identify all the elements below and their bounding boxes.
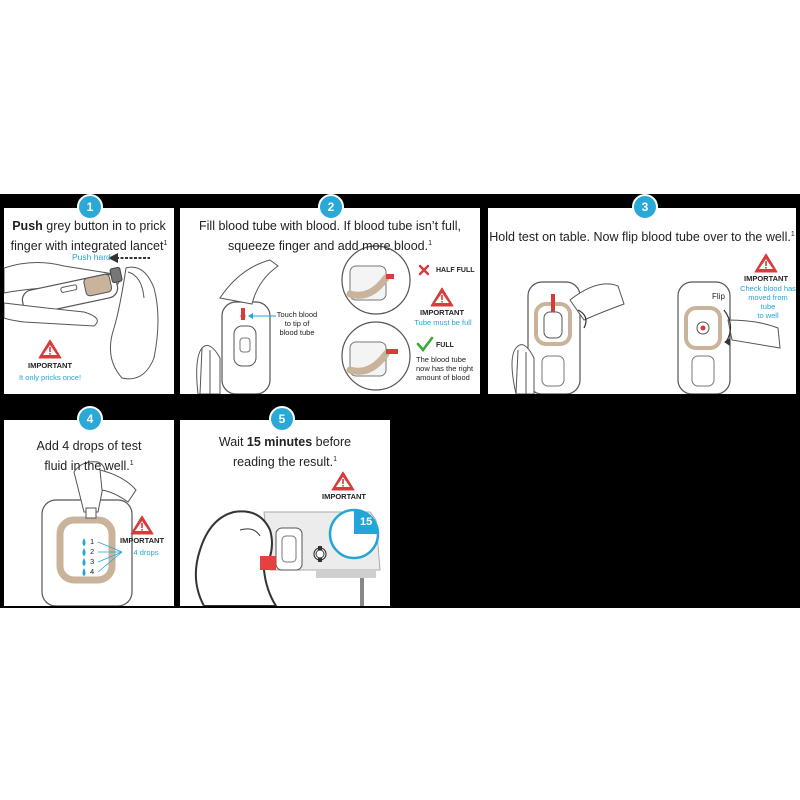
step-1-title-rest: grey button in to prick	[42, 219, 166, 233]
step-1-footnote: 1	[163, 240, 168, 247]
step-3-flip-label: Flip	[712, 292, 725, 301]
step-5-title-post: before	[312, 435, 352, 449]
step-2-touch-label: Touch blood to tip of blood tube	[272, 310, 322, 337]
step-3-note-line3: to well	[757, 311, 779, 320]
step-3-footnote: 1	[790, 231, 795, 238]
step-4-badge: 4	[77, 406, 103, 432]
step-5-panel: Wait 15 minutes before reading the resul…	[180, 420, 390, 606]
step-2-touch-line3: blood tube	[279, 328, 315, 337]
step-1-title-line2: finger with integrated lancet	[10, 239, 164, 254]
step-3-title: Hold test on table. Now flip blood tube …	[488, 226, 796, 246]
step-3-note-line2: moved from tube	[748, 293, 788, 311]
step-2-important-note: Tube must be full	[414, 318, 472, 327]
step-1-illustration	[4, 253, 159, 380]
step-5-timer-label: 15	[360, 516, 373, 528]
step-5-title-line2: reading the result.	[233, 455, 334, 470]
step-5-title-bold: 15 minutes	[246, 435, 313, 449]
step-2-full: FULL	[436, 342, 454, 349]
step-4-drop-1: 1	[90, 537, 95, 546]
step-5-footnote: 1	[333, 456, 337, 463]
step-4-panel: Add 4 drops of test fluid in the well.1 …	[4, 420, 174, 606]
step-2-title-line1: Fill blood tube with blood. If blood tub…	[199, 219, 461, 233]
step-2-full-note: The blood tube now has the right amount …	[416, 355, 476, 382]
step-1-note: It only pricks once!	[18, 373, 82, 382]
step-2-important: IMPORTANT	[420, 308, 465, 317]
step-3-panel: Hold test on table. Now flip blood tube …	[488, 208, 796, 394]
step-4-drop-3: 3	[90, 557, 95, 566]
step-2-badge: 2	[318, 194, 344, 220]
step-4-title: Add 4 drops of test fluid in the well.1	[4, 438, 174, 475]
step-2-touch-line1: Touch blood	[276, 310, 318, 319]
step-1-push-label: Push hard	[72, 252, 111, 262]
step-2-touch-line2: to tip of	[284, 319, 310, 328]
step-4-footnote: 1	[129, 460, 134, 467]
step-4-drop-4: 4	[90, 567, 95, 576]
step-3-title-text: Hold test on table. Now flip blood tube …	[489, 230, 791, 245]
step-5-title: Wait 15 minutes before reading the resul…	[180, 434, 390, 471]
step-3-note-line1: Check blood has	[740, 284, 796, 293]
step-4-title-line1: Add 4 drops of test	[36, 439, 142, 453]
step-2-half-full: HALF FULL	[436, 267, 475, 274]
step-1-title-bold: Push	[12, 219, 43, 233]
step-2-panel: Fill blood tube with blood. If blood tub…	[180, 208, 480, 394]
step-1-title: Push grey button in to prick finger with…	[4, 218, 174, 255]
step-5-title-pre: Wait	[218, 435, 247, 449]
step-4-important-note: 4 drops	[133, 548, 159, 557]
step-5-important: IMPORTANT	[321, 492, 367, 501]
step-3-badge: 3	[632, 194, 658, 220]
step-4-illustration	[41, 461, 154, 606]
step-1-badge: 1	[77, 194, 103, 220]
step-4-title-line2: fluid in the well.	[44, 459, 130, 474]
step-2-illustration	[196, 245, 454, 394]
step-2-full-note-line1: The blood tube	[416, 355, 467, 364]
step-4-important: IMPORTANT	[120, 536, 165, 545]
step-2-footnote: 1	[428, 240, 433, 247]
step-2-full-note-line2: now has the right	[416, 364, 474, 373]
step-4-drop-2: 2	[90, 547, 95, 556]
step-2-full-note-line3: amount of blood	[416, 373, 470, 382]
step-1-important: IMPORTANT	[28, 361, 73, 370]
step-1-panel: Push grey button in to prick finger with…	[4, 208, 174, 394]
step-2-title-line2: squeeze finger and add more blood.	[227, 239, 429, 254]
step-3-important: IMPORTANT	[744, 274, 789, 283]
step-3-important-note: Check blood has moved from tube to well	[740, 284, 796, 320]
step-2-title: Fill blood tube with blood. If blood tub…	[180, 218, 480, 255]
step-3-illustration	[511, 253, 781, 394]
step-5-badge: 5	[269, 406, 295, 432]
step-5-illustration	[194, 471, 381, 606]
